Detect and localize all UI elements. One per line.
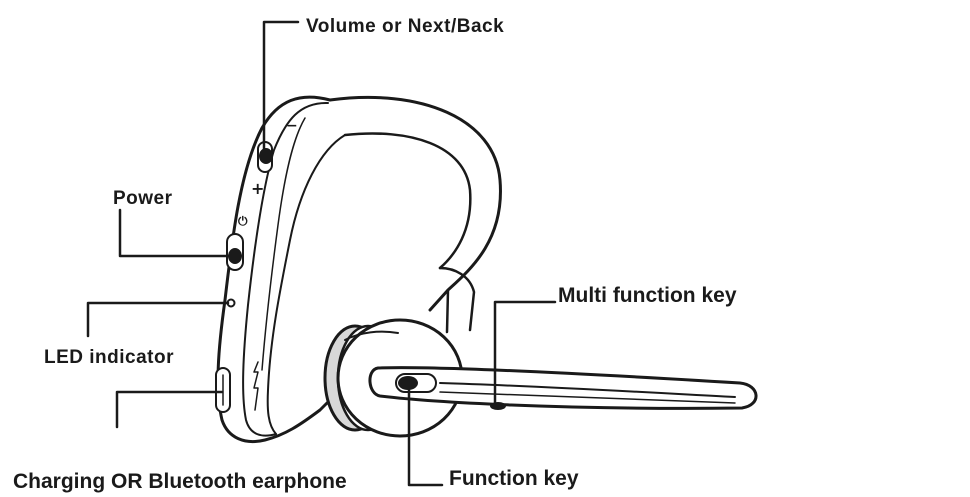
leader-multi [493,300,557,406]
leader-function [407,381,444,487]
ear-hook-inner [343,132,472,270]
leader-volume [262,20,300,157]
leader-led [86,301,230,338]
boom-highlight-lower [439,391,736,404]
earbud-speaker-shade [344,330,399,341]
ear-hook [328,95,502,312]
label-multi-function-key: Multi function key [558,284,737,307]
label-charging: Charging OR Bluetooth earphone [13,470,347,493]
plus-icon: + [251,179,264,198]
leader-power [118,208,234,258]
body-face-line [261,117,306,371]
power-icon: ⏻ [238,214,248,228]
body-inner [242,101,329,437]
label-power: Power [113,188,173,209]
ear-hook-stem [438,266,476,334]
label-function-key: Function key [449,467,579,490]
body-edge [266,134,346,435]
volume-button[interactable] [259,148,273,164]
multi-function-key[interactable] [490,402,506,410]
power-button[interactable] [228,248,242,264]
minus-icon: − [286,118,298,134]
label-led-indicator: LED indicator [44,347,175,368]
label-volume: Volume or Next/Back [306,16,505,37]
leader-charging [115,390,224,429]
body-detail-mark [253,361,259,411]
boom-highlight [439,382,736,398]
